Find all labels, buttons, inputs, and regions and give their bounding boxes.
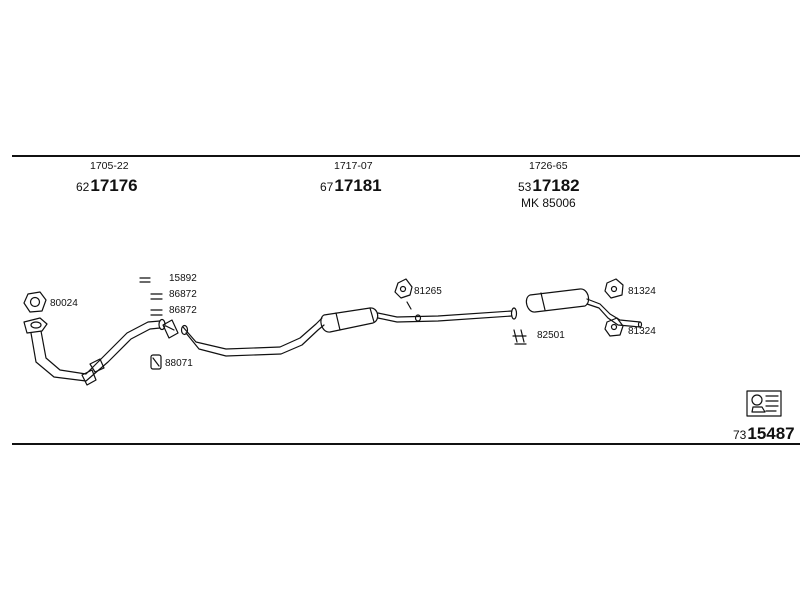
front-pipe [30, 318, 166, 386]
section-3-ref: 1726-65 [529, 160, 568, 172]
catalog-logo-icon [746, 390, 782, 417]
footer-number: 15487 [747, 424, 795, 443]
section-2-prefix: 67 [320, 180, 334, 194]
hanger-part-81265 [394, 278, 413, 310]
section-3-part-number: 5317182 [518, 177, 580, 194]
callout-81265: 81265 [414, 286, 442, 297]
front-pipe-flange [23, 317, 48, 334]
rubber-mount-part-88071 [150, 354, 162, 370]
section-2-ref: 1717-07 [334, 160, 373, 172]
middle-silencer [320, 307, 379, 333]
footer-prefix: 73 [733, 428, 747, 442]
intermediate-pipe [180, 317, 325, 357]
kit-number: 85006 [542, 196, 576, 210]
section-1-part-number: 6217176 [76, 177, 138, 194]
section-1-ref: 1705-22 [90, 160, 129, 172]
clamp-part-86872 [162, 319, 179, 339]
callout-81324-lower: 81324 [628, 326, 656, 337]
callout-86872-b: 86872 [169, 305, 197, 316]
gasket-part-80024 [23, 291, 47, 313]
callout-86872-a: 86872 [169, 289, 197, 300]
footer-part-number: 7315487 [733, 425, 795, 442]
section-3-kit: MK 85006 [521, 197, 576, 209]
rubber-mount-part-81324-lower [604, 317, 624, 337]
kit-label: MK [521, 196, 539, 210]
callout-81324-upper: 81324 [628, 286, 656, 297]
clamp-part-82501 [512, 329, 527, 345]
hardware-symbols [139, 277, 163, 316]
section-2-part-number: 6717181 [320, 177, 382, 194]
section-2-number: 17181 [334, 176, 382, 195]
section-1-number: 17176 [90, 176, 138, 195]
top-divider-line [12, 155, 800, 157]
rear-silencer [525, 288, 643, 328]
callout-82501: 82501 [537, 330, 565, 341]
callout-80024: 80024 [50, 298, 78, 309]
callout-15892: 15892 [169, 273, 197, 284]
callout-88071: 88071 [165, 358, 193, 369]
rubber-mount-part-81324-upper [604, 278, 624, 299]
section-3-prefix: 53 [518, 180, 532, 194]
rear-intermediate-pipe [377, 307, 518, 323]
section-3-number: 17182 [532, 176, 580, 195]
section-1-prefix: 62 [76, 180, 90, 194]
bottom-divider-line [12, 443, 800, 445]
